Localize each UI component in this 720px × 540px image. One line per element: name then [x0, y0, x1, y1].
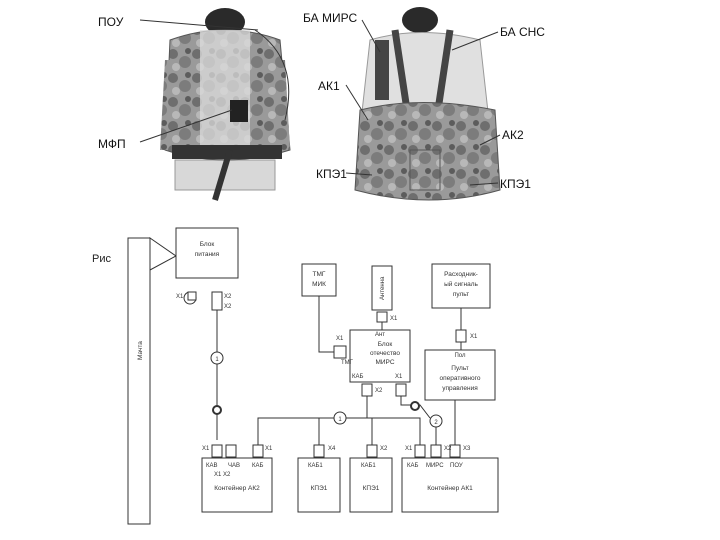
connector-mid — [212, 405, 222, 415]
mirs-port-tmg: ТМГ — [341, 360, 354, 366]
power-block-line-1: Блок — [200, 241, 215, 248]
mirs-port-x1-left: X1 — [336, 336, 344, 342]
mirs-port-x1: X1 — [395, 374, 403, 380]
power-port-x1: X1 — [176, 294, 184, 300]
container-ak2 — [201, 457, 273, 513]
ak1-port-kab: КАБ — [407, 463, 418, 469]
back-vest — [354, 7, 501, 201]
ak2-port-chav: ЧАВ — [228, 463, 240, 469]
remote-panel-block — [431, 263, 491, 309]
ak1-port-x2: X2 — [444, 446, 452, 452]
kpe1b-label: КПЭ1 — [363, 485, 380, 492]
callout-kpe1-right: КПЭ1 — [500, 177, 531, 191]
power-port-x2-box — [211, 291, 223, 311]
ak2-port-x1: X1 — [202, 446, 210, 452]
antenna-block — [371, 265, 393, 311]
power-port-x2a: X2 — [224, 294, 232, 300]
control-line-3: управления — [442, 385, 478, 392]
mirs-line-3: МИРС — [375, 359, 394, 366]
mast-label: Мачта — [137, 341, 144, 360]
callout-mfp: МФП — [98, 137, 126, 151]
tmg-line-2: МИК — [312, 281, 326, 288]
ak1-port-x1: X1 — [405, 446, 413, 452]
callout-kpe1-left: КПЭ1 — [316, 167, 347, 181]
kpe1b-port-x2: X2 — [380, 446, 388, 452]
callout-pou: ПОУ — [98, 15, 124, 29]
marker-1-bus-text: 1 — [338, 417, 342, 423]
mirs-port-kab: КАБ — [352, 374, 363, 380]
kpe1a-port-kab1: КАБ1 — [308, 463, 323, 469]
kpe1-a — [297, 457, 341, 513]
kpe1b-port-kab1: КАБ1 — [361, 463, 376, 469]
ak2-port-kab: КАБ — [252, 463, 263, 469]
remote-line-1: Расходник- — [444, 271, 478, 278]
container-ak1 — [401, 457, 499, 513]
antenna-label: Антенна — [380, 276, 386, 300]
mirs-block — [349, 329, 411, 383]
tmg-mik-block — [301, 263, 337, 297]
kpe1a-label: КПЭ1 — [311, 485, 328, 492]
remote-line-3: пульт — [453, 291, 469, 298]
remote-port-x1: X1 — [470, 334, 478, 340]
control-line-2: оперативного — [440, 375, 481, 382]
callout-ak1: АК1 — [318, 79, 340, 93]
tmg-line-1: ТМГ — [313, 271, 326, 278]
callout-ba-sns: БА СНС — [500, 25, 545, 39]
control-panel-block — [424, 349, 496, 401]
marker-1-bus — [333, 411, 347, 425]
ak1-port-x3: X3 — [463, 446, 471, 452]
power-port-x2b: X2 — [224, 304, 232, 310]
power-block — [175, 227, 239, 279]
ak1-label: Контейнер АК1 — [427, 484, 473, 492]
ak1-port-mirs: МИРС — [426, 463, 444, 469]
callout-lines — [139, 19, 501, 186]
ak2-port-kav: КАВ — [206, 463, 218, 469]
mast-flag — [149, 237, 177, 271]
fig-label: Рис — [92, 253, 111, 265]
control-line-1: Пульт — [451, 365, 468, 372]
ak2-port-x1x2: X1 X2 — [214, 472, 231, 478]
callout-ak2: АК2 — [502, 128, 524, 142]
ak2-port-x1b: X1 — [265, 446, 273, 452]
mirs-port-x2: X2 — [375, 388, 383, 394]
ak2-label: Контейнер АК2 — [214, 484, 260, 492]
marker-1-left — [210, 351, 224, 365]
mast — [127, 237, 151, 525]
kpe1a-port-x4: X4 — [328, 446, 336, 452]
remote-line-2: ый сигналь — [444, 280, 478, 288]
mirs-port-ant: Ант — [375, 332, 385, 338]
mirs-line-1: Блок — [378, 341, 393, 348]
power-block-line-2: питания — [195, 251, 220, 258]
front-vest — [160, 8, 291, 201]
ak1-port-pou: ПОУ — [450, 463, 463, 469]
callout-ba-mirs: БА МИРС — [303, 11, 357, 25]
mirs-line-2: отечество — [370, 350, 400, 357]
control-port-label: Пол — [454, 353, 466, 359]
kpe1-b — [349, 457, 393, 513]
antenna-port-x1: X1 — [390, 316, 398, 322]
marker-1-left-text: 1 — [215, 357, 219, 363]
marker-2-text: 2 — [434, 420, 438, 426]
